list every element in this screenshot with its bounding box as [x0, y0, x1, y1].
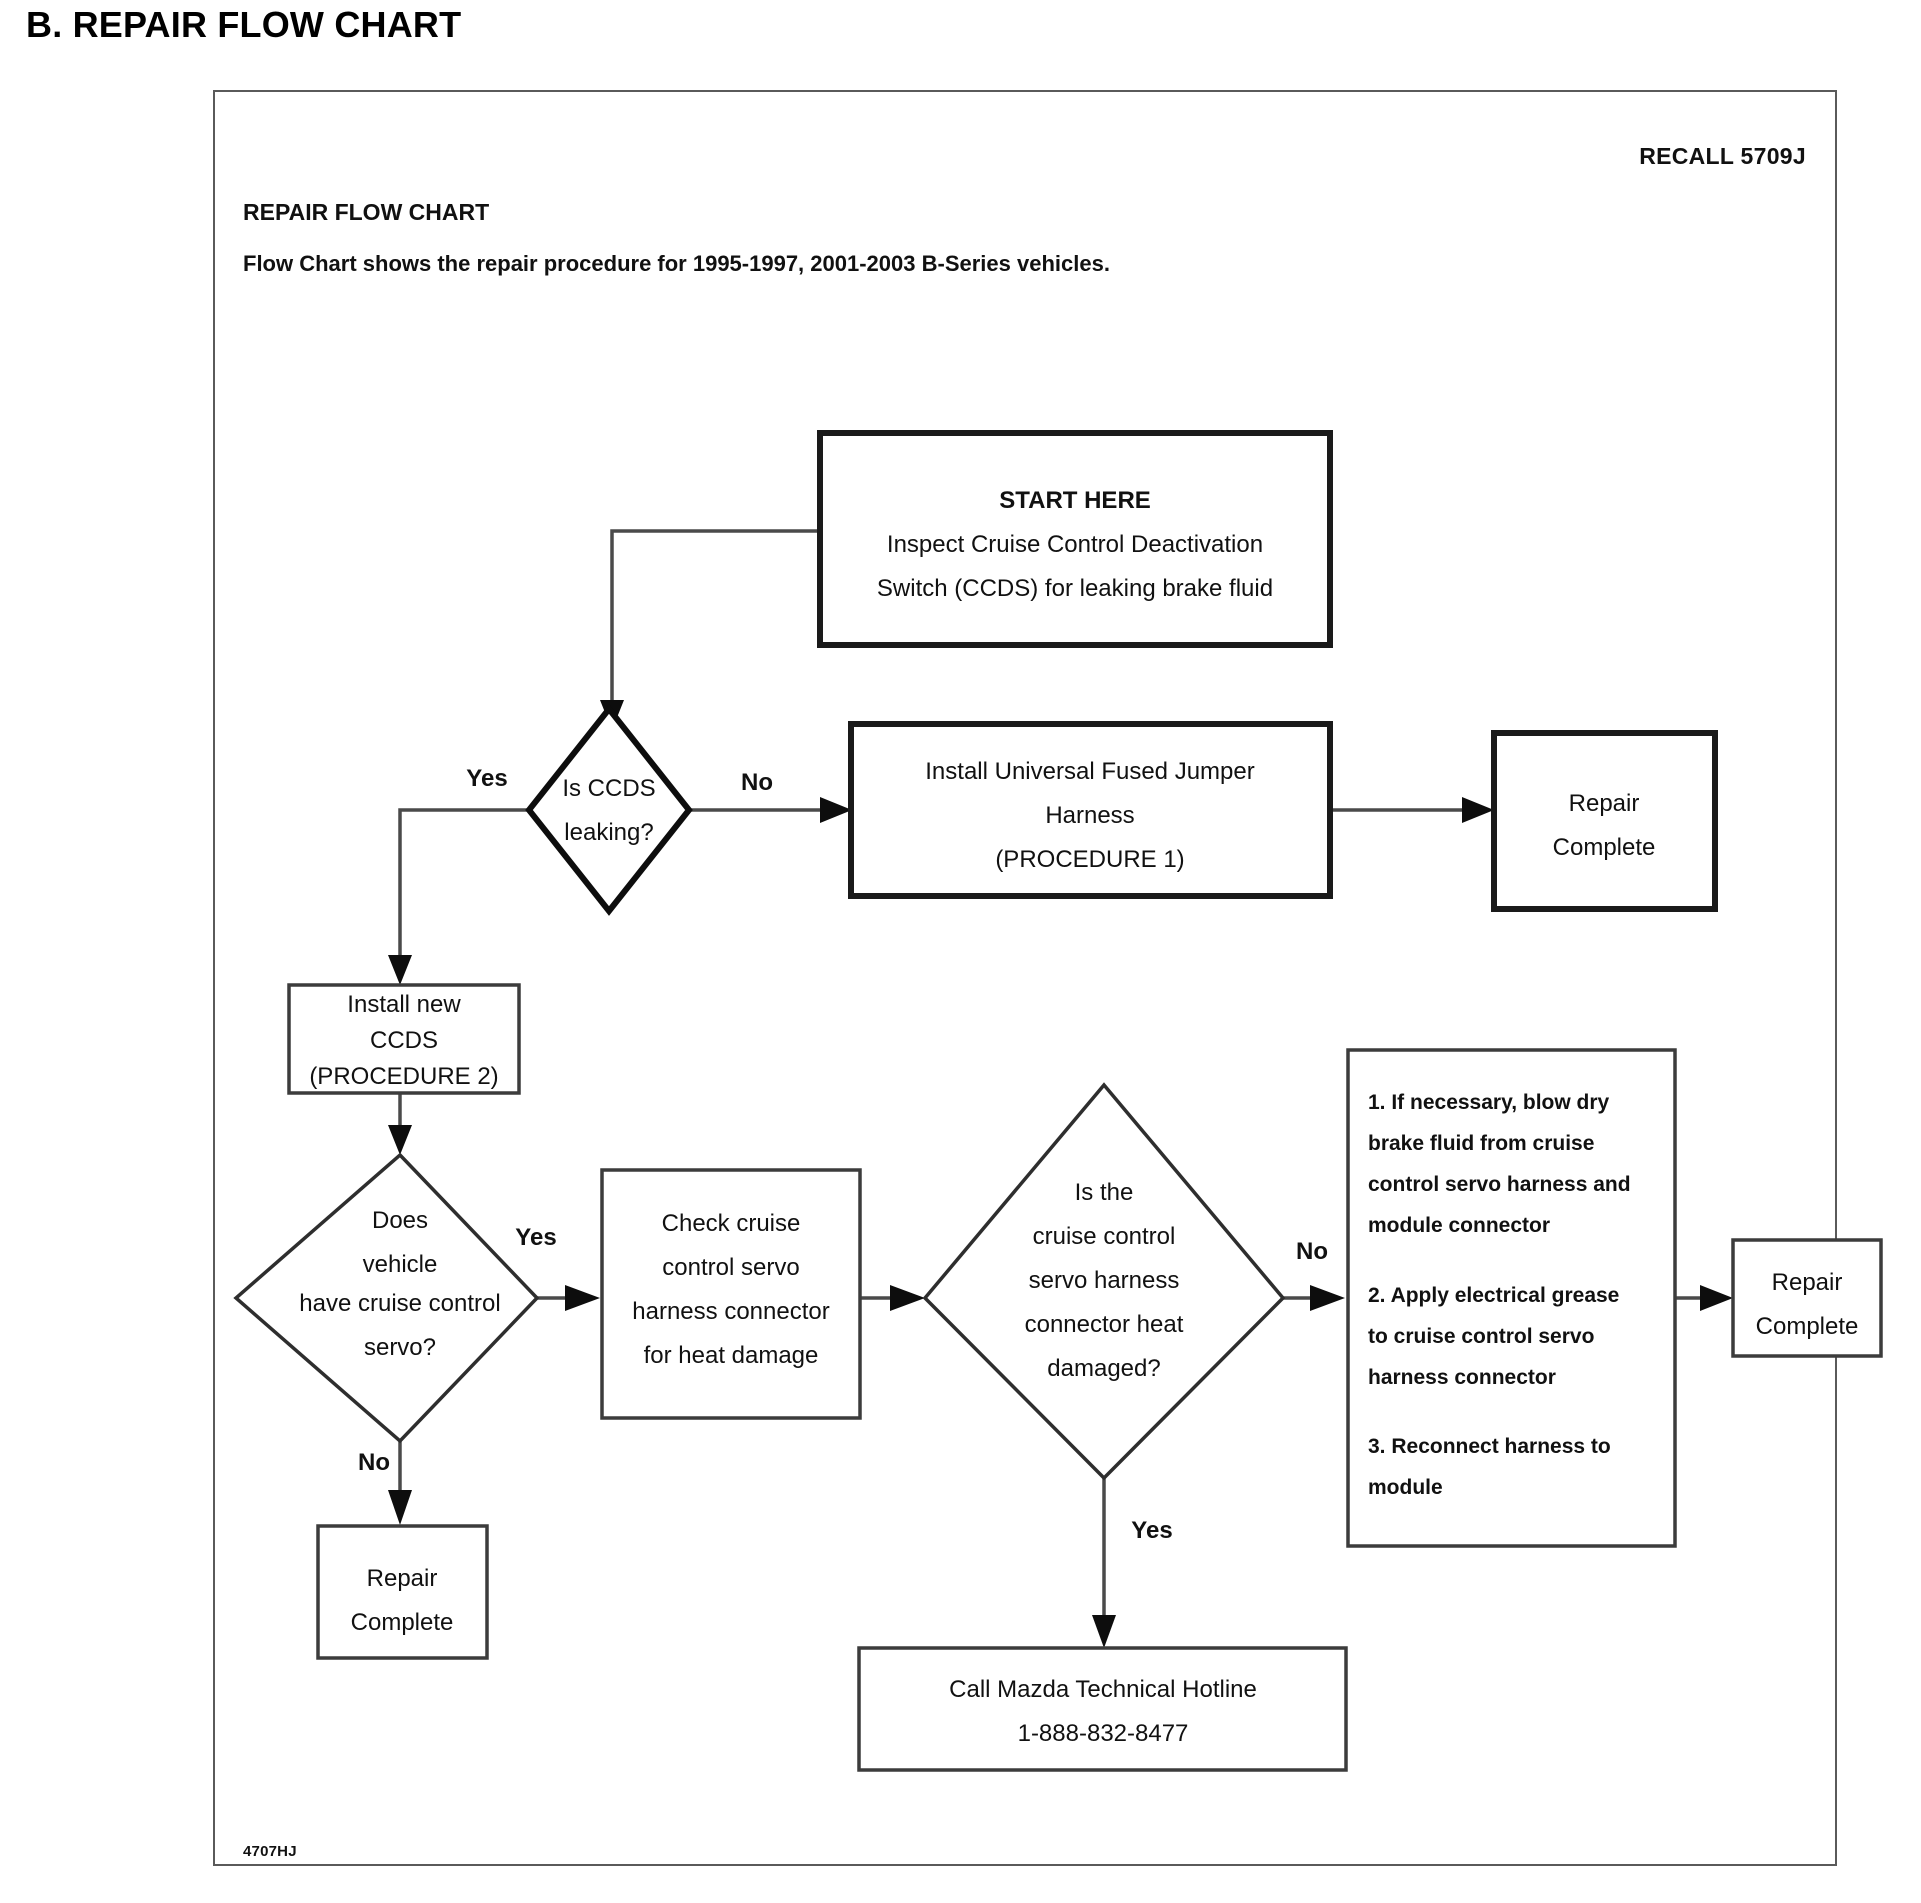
edge-label-yes-has-servo: Yes: [515, 1224, 556, 1251]
arrowhead-check-to-heat-damaged: [890, 1285, 925, 1311]
heat-damaged-line5: damaged?: [1047, 1355, 1160, 1382]
step-2-line1: 2. Apply electrical grease: [1368, 1284, 1619, 1307]
page-title: B. REPAIR FLOW CHART: [26, 4, 462, 45]
start-here-line1: START HERE: [999, 487, 1151, 514]
start-here-line2: Inspect Cruise Control Deactivation: [887, 531, 1263, 558]
is-ccds-leaking-line1: Is CCDS: [562, 775, 655, 802]
node-has-cruise-control-servo: Does vehicle have cruise control servo?: [233, 1152, 540, 1444]
start-here-line3: Switch (CCDS) for leaking brake fluid: [877, 575, 1273, 602]
node-repair-complete-left: Repair Complete: [316, 1524, 489, 1660]
install-jumper-line2: Harness: [1045, 802, 1134, 829]
node-repair-complete-right: Repair Complete: [1731, 1238, 1883, 1358]
hotline-line2: 1-888-832-8477: [1018, 1720, 1189, 1747]
step-1-line4: module connector: [1368, 1214, 1550, 1237]
check-connector-line4: for heat damage: [644, 1342, 819, 1369]
chart-section-label: REPAIR FLOW CHART: [243, 199, 489, 225]
arrowhead-heat-damaged-yes: [1092, 1615, 1116, 1648]
node-repair-complete-top: Repair Complete: [1491, 730, 1718, 912]
node-start-here: START HERE Inspect Cruise Control Deacti…: [817, 430, 1333, 648]
arrowhead-steps-to-repair-complete: [1700, 1285, 1733, 1311]
node-call-hotline: Call Mazda Technical Hotline 1-888-832-8…: [857, 1646, 1348, 1772]
arrowhead-jumper-to-repair-complete: [1462, 797, 1494, 823]
arrowhead-ccds-leaking-yes: [388, 955, 412, 985]
check-connector-line1: Check cruise: [662, 1210, 801, 1237]
node-is-ccds-leaking: Is CCDS leaking?: [525, 704, 693, 916]
edge-label-no-heat-damaged: No: [1296, 1238, 1328, 1265]
check-connector-line2: control servo: [662, 1254, 799, 1281]
node-install-new-ccds: Install new CCDS (PROCEDURE 2): [287, 983, 521, 1095]
repair-complete-top-line2: Complete: [1553, 834, 1656, 861]
node-install-jumper-harness: Install Universal Fused Jumper Harness (…: [848, 721, 1333, 899]
recall-code: RECALL 5709J: [1639, 143, 1806, 169]
arrowhead-has-servo-no: [388, 1490, 412, 1525]
heat-damaged-line1: Is the: [1075, 1179, 1134, 1206]
step-2-line2: to cruise control servo: [1368, 1325, 1594, 1348]
arrowhead-heat-damaged-no: [1310, 1285, 1345, 1311]
edge-label-yes-ccds-leaking: Yes: [466, 765, 507, 792]
step-2-line3: harness connector: [1368, 1366, 1556, 1389]
has-servo-line4: servo?: [364, 1334, 436, 1361]
edge-label-no-ccds-leaking: No: [741, 769, 773, 796]
repair-complete-right-line2: Complete: [1756, 1313, 1859, 1340]
step-1-line1: 1. If necessary, blow dry: [1368, 1091, 1610, 1114]
install-new-ccds-line3: (PROCEDURE 2): [309, 1063, 498, 1090]
arrowhead-ccds-leaking-no: [820, 797, 852, 823]
hotline-line1: Call Mazda Technical Hotline: [949, 1676, 1257, 1703]
heat-damaged-line3: servo harness: [1029, 1267, 1180, 1294]
node-is-connector-heat-damaged: Is the cruise control servo harness conn…: [922, 1082, 1286, 1481]
repair-complete-left-line2: Complete: [351, 1609, 454, 1636]
node-repair-steps: 1. If necessary, blow dry brake fluid fr…: [1346, 1048, 1677, 1548]
repair-complete-right-line1: Repair: [1772, 1269, 1843, 1296]
has-servo-line1: Does: [372, 1207, 428, 1234]
is-ccds-leaking-line2: leaking?: [564, 819, 653, 846]
step-1-line3: control servo harness and: [1368, 1173, 1631, 1196]
chart-description: Flow Chart shows the repair procedure fo…: [243, 251, 1110, 276]
has-servo-line3: have cruise control: [299, 1290, 500, 1317]
arrowhead-ccds-to-has-servo: [388, 1125, 412, 1155]
repair-complete-top-line1: Repair: [1569, 790, 1640, 817]
heat-damaged-line4: connector heat: [1025, 1311, 1184, 1338]
has-servo-line2: vehicle: [363, 1251, 438, 1278]
arrowhead-has-servo-yes: [565, 1285, 600, 1311]
install-jumper-line1: Install Universal Fused Jumper: [925, 758, 1254, 785]
step-3-line1: 3. Reconnect harness to: [1368, 1435, 1611, 1458]
install-new-ccds-line2: CCDS: [370, 1027, 438, 1054]
repair-complete-left-line1: Repair: [367, 1565, 438, 1592]
edge-label-no-has-servo: No: [358, 1449, 390, 1476]
edge-label-yes-heat-damaged: Yes: [1131, 1517, 1172, 1544]
step-3-line2: module: [1368, 1476, 1443, 1499]
check-connector-line3: harness connector: [632, 1298, 829, 1325]
install-jumper-line3: (PROCEDURE 1): [995, 846, 1184, 873]
connector-start-to-ccds-leaking: [610, 529, 820, 700]
heat-damaged-line2: cruise control: [1033, 1223, 1176, 1250]
install-new-ccds-line1: Install new: [347, 991, 461, 1018]
node-check-harness-connector: Check cruise control servo harness conne…: [600, 1168, 862, 1420]
footer-code: 4707HJ: [243, 1843, 297, 1860]
connector-ccds-leaking-yes: [398, 808, 530, 955]
step-1-line2: brake fluid from cruise: [1368, 1132, 1594, 1155]
